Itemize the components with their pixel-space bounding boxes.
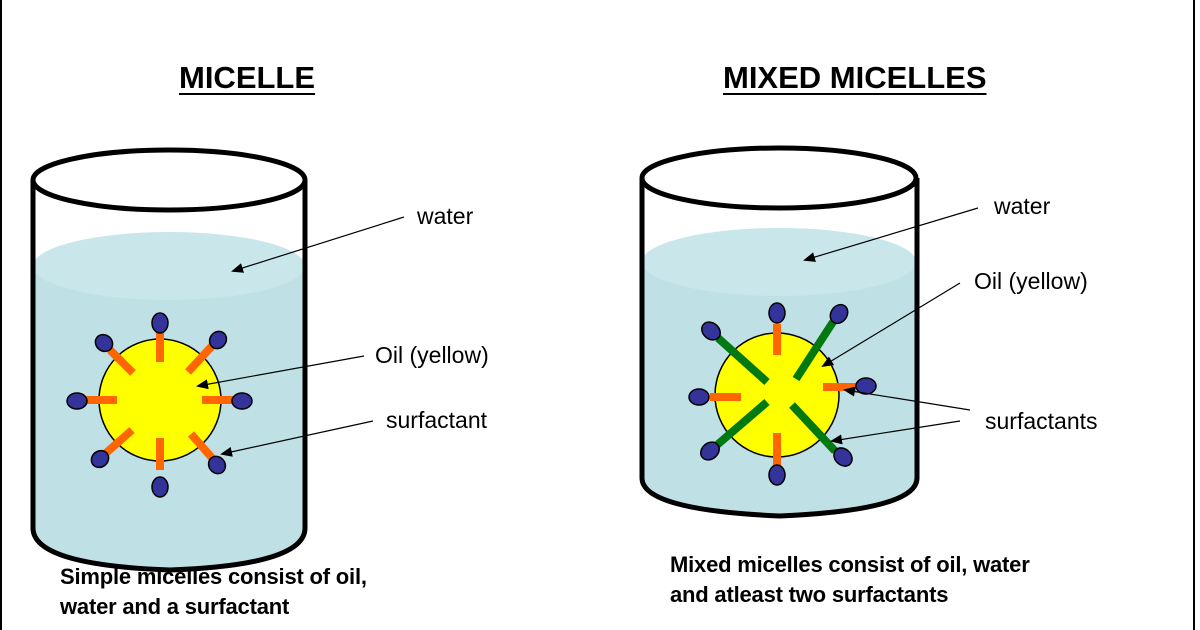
caption-left-line-2: water and a surfactant — [60, 594, 290, 619]
surfactant-heads-left — [66, 312, 253, 498]
arrow-oil-left — [196, 355, 365, 390]
micelle-mixed — [688, 302, 877, 486]
frame-border-left — [0, 0, 2, 630]
arrow-oil-right — [821, 282, 961, 368]
label-oil-right: Oil (yellow) — [974, 268, 1088, 294]
surfactant-b-tails-right — [714, 319, 838, 454]
arrow-surfactant-a-right — [843, 386, 971, 411]
label-water-left: water — [417, 203, 474, 229]
label-water-right: water — [994, 193, 1051, 219]
caption-right-line-2: and atleast two surfactants — [670, 582, 949, 607]
beaker-right — [639, 145, 979, 519]
water-surface-right — [642, 228, 916, 296]
panel-title-micelle: MICELLE — [179, 60, 316, 95]
panel-title-mixed-micelles: MIXED MICELLES — [723, 60, 987, 95]
label-surfactants-right: surfactants — [985, 408, 1098, 434]
beaker-rim-left — [30, 147, 308, 213]
caption-left-line-1: Simple micelles consist of oil, — [60, 564, 367, 589]
beaker-wall-right — [639, 178, 920, 519]
label-oil-left: Oil (yellow) — [375, 342, 489, 368]
beaker-left — [30, 147, 405, 573]
micelle-simple — [66, 312, 253, 498]
frame-border-right — [1193, 0, 1195, 630]
beaker-wall-left — [30, 180, 308, 573]
arrow-surfactant-left — [220, 420, 374, 457]
arrow-water-left — [231, 216, 405, 273]
beaker-rim-right — [639, 145, 919, 211]
surfactant-tails-left — [85, 330, 234, 470]
caption-right: Mixed micelles consist of oil, water and… — [670, 550, 1030, 610]
surfactant-heads-right — [688, 302, 877, 486]
arrow-water-right — [803, 207, 979, 262]
water-surface-left — [33, 232, 305, 300]
caption-left: Simple micelles consist of oil, water an… — [60, 562, 367, 622]
arrow-surfactant-b-right — [830, 420, 961, 445]
caption-right-line-1: Mixed micelles consist of oil, water — [670, 552, 1030, 577]
label-surfactant-left: surfactant — [386, 407, 487, 433]
